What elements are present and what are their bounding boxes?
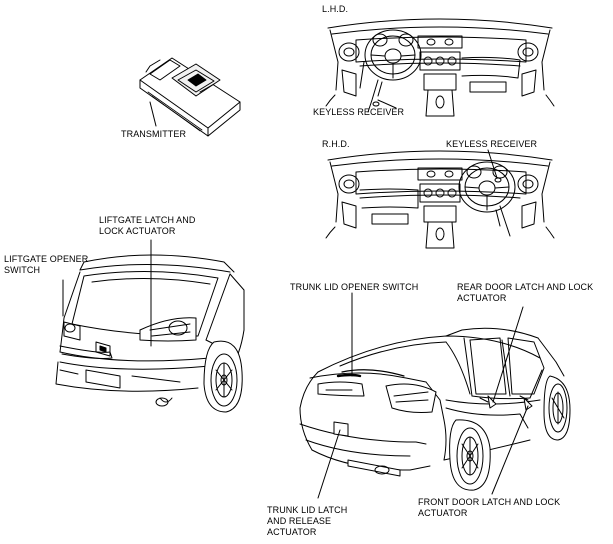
label-trunk-lid-latch: TRUNK LID LATCH AND RELEASE ACTUATOR bbox=[267, 505, 347, 538]
label-trunk-lid-latch-line-3: ACTUATOR bbox=[267, 527, 317, 537]
label-rear-door-latch-line-1: REAR DOOR LATCH AND LOCK bbox=[457, 282, 594, 292]
label-liftgate-opener-line-2: SWITCH bbox=[4, 265, 41, 275]
label-trunk-lid-latch-line-2: AND RELEASE bbox=[267, 516, 332, 526]
label-liftgate-latch-line-2: LOCK ACTUATOR bbox=[99, 226, 176, 236]
transmitter-illustration bbox=[139, 57, 241, 137]
label-keyless-receiver-lhd: KEYLESS RECEIVER bbox=[313, 107, 405, 117]
leader-keyless-receiver-rhd bbox=[487, 149, 498, 179]
label-liftgate-opener: LIFTGATE OPENER SWITCH bbox=[4, 254, 88, 276]
leader-rear-door-latch bbox=[492, 306, 524, 403]
view-label-rhd: R.H.D. bbox=[322, 139, 350, 149]
leader-front-door-latch bbox=[491, 405, 529, 495]
label-trunk-lid-opener: TRUNK LID OPENER SWITCH bbox=[290, 282, 419, 292]
rhd-dashboard-illustration bbox=[325, 150, 555, 249]
label-transmitter: TRANSMITTER bbox=[121, 129, 187, 139]
lhd-dashboard-illustration bbox=[325, 18, 555, 117]
leader-trunk-lid-latch bbox=[317, 429, 341, 499]
label-liftgate-latch-line-1: LIFTGATE LATCH AND bbox=[99, 215, 196, 225]
hatchback-illustration bbox=[55, 254, 245, 413]
label-rear-door-latch-line-2: ACTUATOR bbox=[457, 293, 507, 303]
sedan-illustration bbox=[299, 327, 571, 491]
label-front-door-latch-line-1: FRONT DOOR LATCH AND LOCK bbox=[418, 497, 561, 507]
label-liftgate-opener-line-1: LIFTGATE OPENER bbox=[4, 254, 89, 264]
leader-transmitter bbox=[149, 101, 157, 127]
label-front-door-latch: FRONT DOOR LATCH AND LOCK ACTUATOR bbox=[418, 497, 560, 519]
label-liftgate-latch: LIFTGATE LATCH AND LOCK ACTUATOR bbox=[99, 215, 195, 237]
label-keyless-receiver-rhd: KEYLESS RECEIVER bbox=[446, 139, 538, 149]
view-label-lhd: L.H.D. bbox=[322, 4, 349, 14]
leader-keyless-receiver-lhd bbox=[377, 99, 397, 109]
label-trunk-lid-latch-line-1: TRUNK LID LATCH bbox=[267, 505, 348, 515]
label-rear-door-latch: REAR DOOR LATCH AND LOCK ACTUATOR bbox=[457, 282, 593, 304]
label-front-door-latch-line-2: ACTUATOR bbox=[418, 508, 468, 518]
